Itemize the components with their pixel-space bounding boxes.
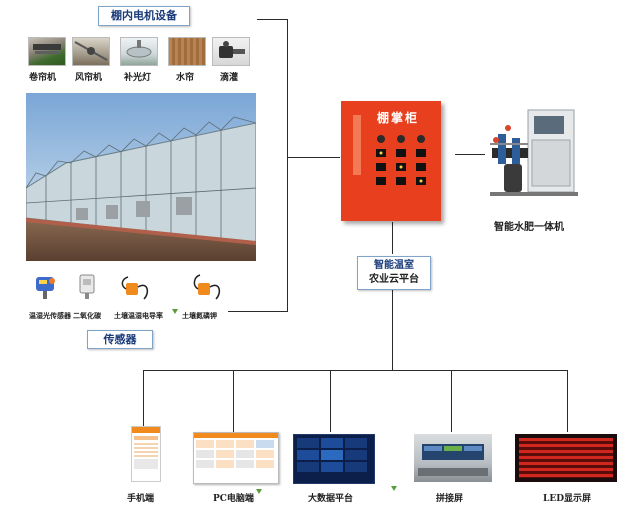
motor-item-label: 水帘	[176, 73, 195, 83]
drop-line-mobile	[143, 370, 144, 428]
motor-item-label: 滴灌	[220, 73, 239, 83]
drop-line-splicing	[451, 370, 452, 432]
drop-line-led	[567, 370, 568, 432]
connector-top-horizontal	[257, 19, 288, 20]
sensor-item-label: 温湿光传感器	[29, 312, 71, 320]
sensor-item-label: 土壤温湿电导率	[114, 312, 163, 320]
motor-item-label: 风帘机	[75, 73, 103, 83]
connector-cabinet-platform	[392, 222, 393, 254]
water-curtain-photo	[168, 37, 206, 66]
fertigation-machine	[488, 104, 588, 204]
mobile-app-screenshot	[131, 426, 161, 482]
terminal-label: 大数据平台	[308, 494, 354, 504]
big-data-platform-screenshot	[293, 434, 375, 484]
cabinet-brand-text: 棚掌柜	[377, 111, 420, 125]
drop-line-pc	[233, 370, 234, 432]
marker-icon	[256, 489, 262, 494]
motor-item-label: 补光灯	[124, 73, 152, 83]
marker-icon	[172, 309, 178, 314]
connector-bus-horizontal	[143, 370, 567, 371]
connector-sensor-horizontal	[228, 311, 288, 312]
cloud-platform-line1: 智能温室	[374, 260, 414, 271]
terminal-label: LED显示屏	[543, 494, 591, 504]
pc-dashboard-screenshot	[193, 432, 279, 484]
motor-item-label: 卷帘机	[29, 73, 57, 83]
greenhouse-photo	[26, 93, 256, 261]
cloud-platform-label: 智能温室 农业云平台	[357, 256, 431, 290]
soil-temp-humidity-ec-sensor-icon	[121, 276, 149, 300]
drop-line-bigdata	[330, 370, 331, 432]
grow-light-photo	[120, 37, 158, 66]
terminal-label: PC电脑端	[213, 494, 254, 504]
cloud-platform-line2: 农业云平台	[369, 274, 419, 285]
connector-left-vertical	[287, 19, 288, 312]
light-temp-humidity-sensor-icon	[36, 277, 55, 299]
drip-irrigation-photo	[212, 37, 250, 66]
sensor-item-label: 土壤氮磷钾	[182, 312, 217, 320]
motor-devices-label: 棚内电机设备	[98, 6, 190, 26]
sensors-label: 传感器	[87, 330, 153, 349]
terminal-label: 手机端	[127, 494, 155, 504]
roller-shutter-photo	[28, 37, 66, 66]
connector-platform-bus	[392, 290, 393, 370]
co2-sensor-icon	[79, 274, 95, 299]
fertigation-label: 智能水肥一体机	[494, 222, 564, 233]
wind-curtain-photo	[72, 37, 110, 66]
control-cabinet: 棚掌柜	[341, 101, 441, 221]
sensor-item-label: 二氧化碳	[73, 312, 101, 320]
cabinet-side-panel	[353, 115, 361, 175]
terminal-label: 拼接屏	[436, 494, 464, 504]
splicing-screen-photo	[414, 434, 492, 482]
soil-npk-sensor-icon	[193, 274, 221, 300]
cabinet-control-panel	[376, 135, 426, 185]
connector-cabinet-fertigation	[455, 154, 485, 155]
led-display-photo	[515, 434, 617, 482]
connector-to-cabinet	[287, 157, 340, 158]
marker-icon	[391, 486, 397, 491]
